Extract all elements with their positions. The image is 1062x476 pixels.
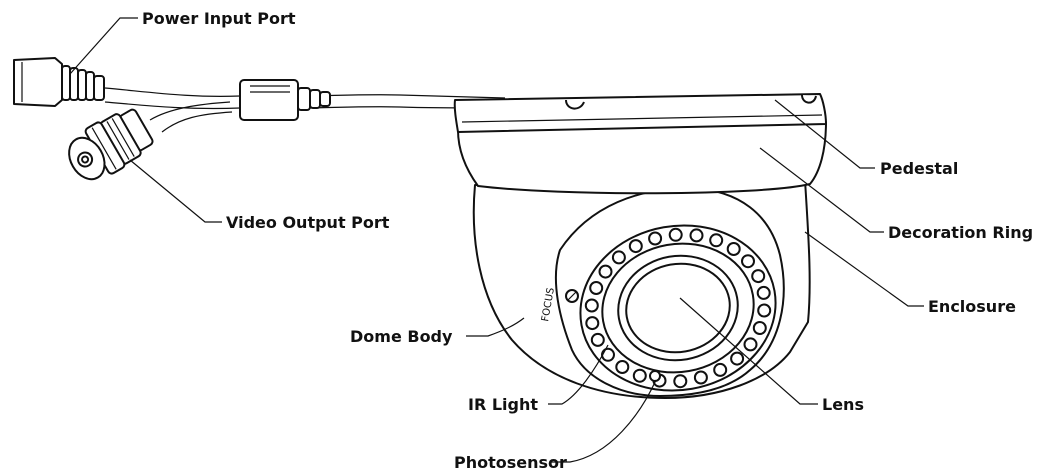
label-photosensor: Photosensor <box>454 453 567 472</box>
ir-led <box>756 285 771 300</box>
ir-led <box>757 303 772 318</box>
ir-led <box>632 368 647 383</box>
label-decoration-ring: Decoration Ring <box>888 223 1033 242</box>
label-lens: Lens <box>822 395 864 414</box>
ir-led <box>693 370 708 385</box>
label-dome-body: Dome Body <box>350 327 453 346</box>
ir-led <box>752 321 767 335</box>
ir-led <box>713 362 728 377</box>
ir-led <box>730 351 745 366</box>
camera-body: FOCUS <box>453 93 827 399</box>
ir-led <box>615 360 630 374</box>
power-plug <box>13 57 105 107</box>
leader-lines <box>69 17 924 463</box>
ir-led <box>689 228 704 243</box>
pedestal-shape <box>453 93 827 133</box>
cable-junction <box>239 79 331 121</box>
decoration-ring-shape <box>457 121 827 195</box>
ir-led <box>709 233 724 248</box>
label-video-output-port: Video Output Port <box>226 213 390 232</box>
label-pedestal: Pedestal <box>880 159 958 178</box>
label-ir-light: IR Light <box>468 395 538 414</box>
ir-led <box>741 254 755 269</box>
ir-led <box>611 250 626 265</box>
ir-led <box>628 239 643 254</box>
ir-led <box>590 332 605 347</box>
ir-led <box>726 242 741 256</box>
ir-led <box>585 316 600 331</box>
label-power-input-port: Power Input Port <box>142 9 296 28</box>
ir-led <box>648 231 663 246</box>
video-connector <box>68 108 154 181</box>
ir-led <box>751 269 766 284</box>
ir-led <box>743 337 758 352</box>
ir-led <box>668 227 683 242</box>
ir-led <box>584 298 599 313</box>
photosensor-shape <box>649 370 661 382</box>
label-enclosure: Enclosure <box>928 297 1016 316</box>
ir-led <box>601 347 615 362</box>
callout-labels: Power Input Port Video Output Port Pedes… <box>142 9 1033 472</box>
ir-led <box>589 281 604 295</box>
ir-led <box>598 264 613 279</box>
ir-led <box>673 374 688 389</box>
